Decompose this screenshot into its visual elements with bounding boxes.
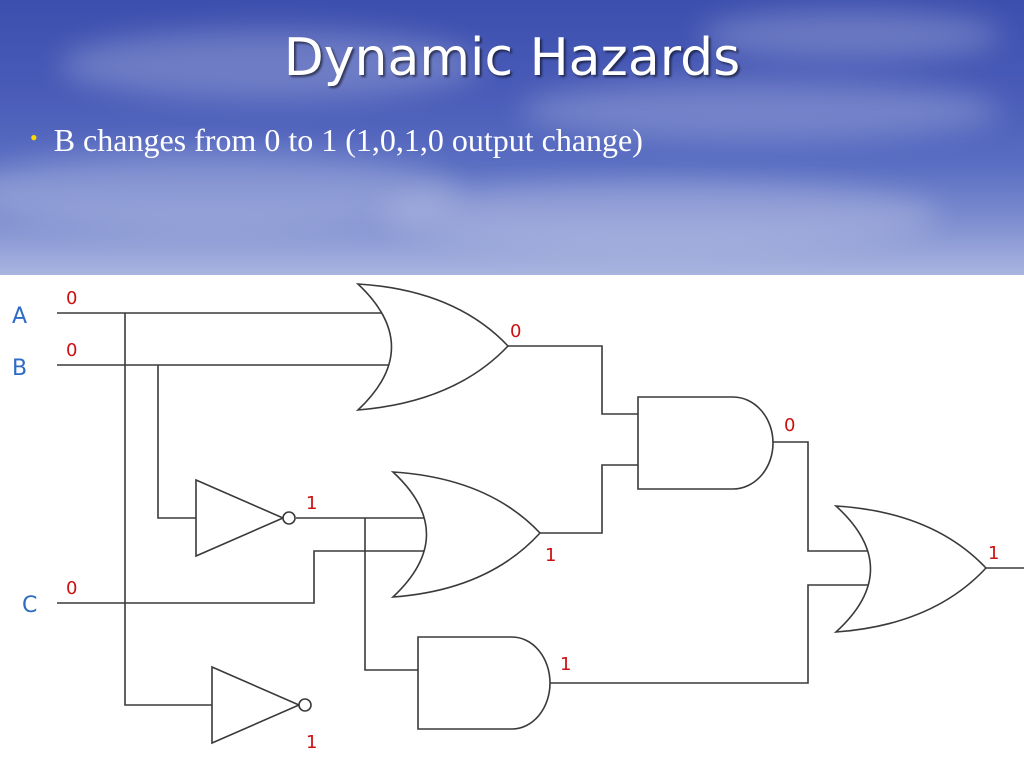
logic-circuit-diagram: A B C 0 0 0 0 1 1 0 1 1 1 [12,283,1024,753]
value-or1-out: 0 [510,321,521,342]
input-label-c: C [22,593,37,618]
bullet-text: B changes from 0 to 1 (1,0,1,0 output ch… [53,122,643,158]
bullet-marker: • [30,125,38,150]
or-gate-1 [355,283,510,411]
value-final-out: 1 [988,543,999,564]
not-gate-2 [211,665,312,745]
and-gate-2 [417,636,551,730]
or-gate-3 [833,505,988,633]
value-not1-out: 1 [306,493,317,514]
circuit-wires [57,312,1024,706]
bullet-item: • B changes from 0 to 1 (1,0,1,0 output c… [30,122,643,159]
value-or2-out: 1 [545,545,556,566]
not-gate-1 [195,478,296,558]
input-label-a: A [12,304,27,329]
inverter-bubble [298,698,312,712]
and-gate-1 [637,396,774,490]
value-and1-out: 0 [784,415,795,436]
value-b: 0 [66,340,77,361]
slide-header-background: Dynamic Hazards • B changes from 0 to 1 (… [0,0,1024,275]
value-a: 0 [66,288,77,309]
value-and2-out: 1 [560,654,571,675]
value-c: 0 [66,578,77,599]
or-gate-2 [390,471,542,598]
inverter-bubble [282,511,296,525]
slide-title: Dynamic Hazards [283,28,741,88]
input-label-b: B [12,356,27,381]
value-not2-out: 1 [306,732,317,753]
